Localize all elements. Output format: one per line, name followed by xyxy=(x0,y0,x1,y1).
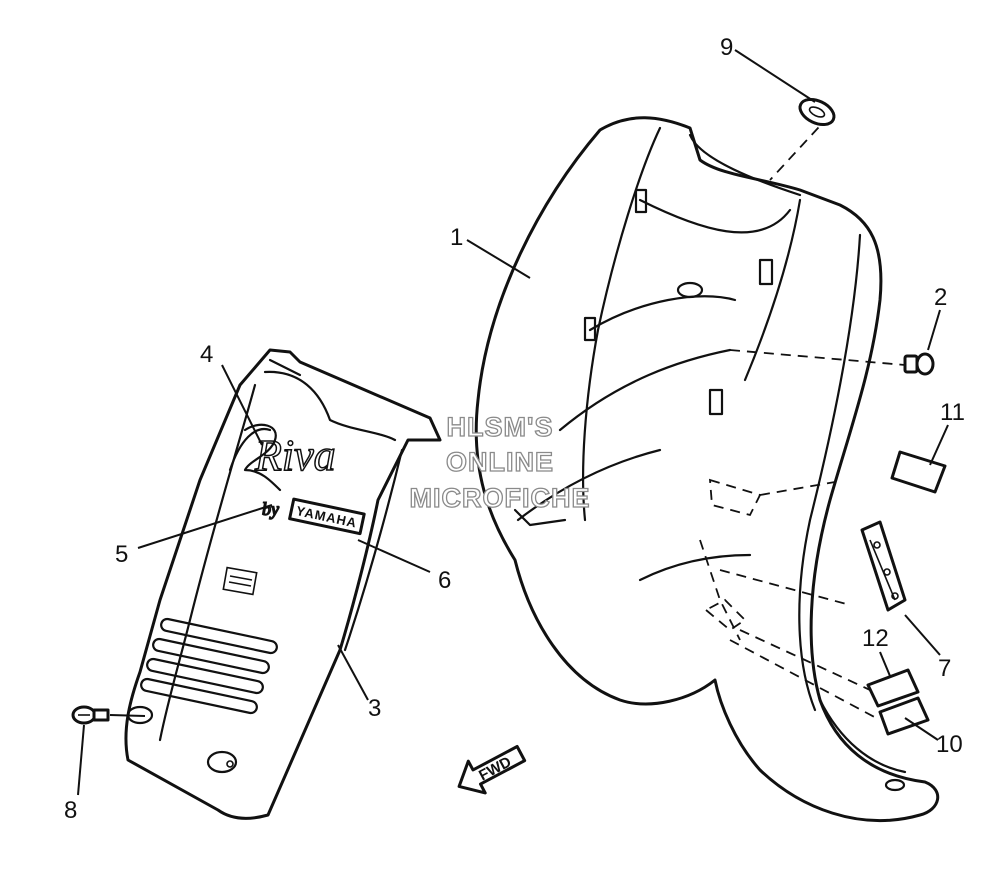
watermark-line-2: ONLINE xyxy=(446,447,554,477)
clip xyxy=(903,352,935,376)
watermark: HLSM'S ONLINE MICROFICHE xyxy=(409,411,591,513)
callout-3: 3 xyxy=(368,695,381,722)
emblem-by: by xyxy=(262,499,279,519)
callout-11: 11 xyxy=(940,399,965,426)
callout-8: 8 xyxy=(64,797,77,824)
leg-shield-body xyxy=(474,116,939,823)
label-11 xyxy=(890,450,947,494)
label-10 xyxy=(878,696,930,736)
emblem-script: Riva xyxy=(254,431,336,480)
label-12 xyxy=(866,668,920,708)
callout-1: 1 xyxy=(450,224,463,251)
callout-6: 6 xyxy=(438,567,451,594)
callouts: 9 1 2 11 4 5 6 3 7 12 10 8 xyxy=(64,34,965,824)
bracket xyxy=(860,520,907,612)
callout-2: 2 xyxy=(934,284,947,311)
watermark-line-3: MICROFICHE xyxy=(410,483,591,513)
callout-4: 4 xyxy=(200,341,213,368)
callout-9: 9 xyxy=(720,34,733,61)
screw xyxy=(71,705,110,725)
watermark-line-1: HLSM'S xyxy=(447,412,554,442)
fwd-arrow: FWD xyxy=(457,745,527,795)
callout-5: 5 xyxy=(115,541,128,568)
front-panel xyxy=(124,348,442,820)
callout-12: 12 xyxy=(862,625,889,652)
leader-lines xyxy=(77,49,949,796)
grommet xyxy=(798,97,836,127)
assembly-lines xyxy=(699,114,906,721)
callout-7: 7 xyxy=(938,655,951,682)
callout-10: 10 xyxy=(936,731,963,758)
